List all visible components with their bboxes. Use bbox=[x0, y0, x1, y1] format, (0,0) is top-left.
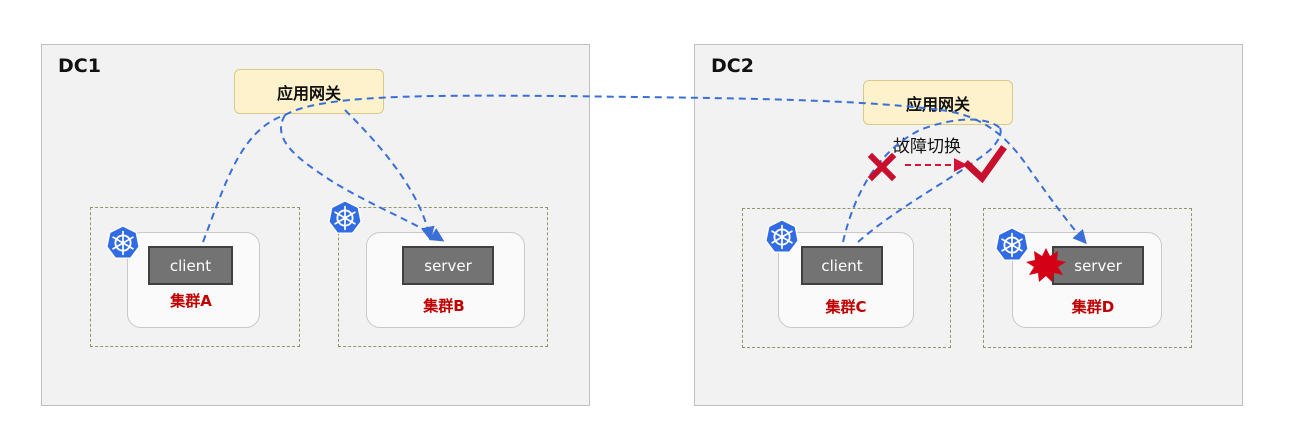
cluster-b-label: 集群B bbox=[423, 297, 465, 315]
cluster-d-label: 集群D bbox=[1071, 298, 1115, 316]
cluster-b-server-box: server bbox=[402, 246, 494, 285]
failure-burst-icon bbox=[1026, 248, 1066, 282]
cluster-c-client-box: client bbox=[801, 246, 883, 285]
dc2-title: DC2 bbox=[711, 55, 754, 77]
flow-client-c-to-gateway-alt bbox=[857, 127, 1002, 243]
flow-client-a-to-gateway bbox=[202, 114, 286, 243]
flow-gateway-to-server-d bbox=[939, 109, 1087, 245]
kubernetes-icon bbox=[995, 227, 1029, 261]
fail-cross-icon bbox=[867, 152, 897, 182]
dc1-title: DC1 bbox=[58, 55, 101, 77]
cluster-d-server-box: server bbox=[1052, 246, 1144, 285]
cluster-d-frame bbox=[983, 208, 1192, 348]
flow-gateway-to-server-b bbox=[344, 109, 435, 241]
cluster-b-frame bbox=[338, 207, 548, 347]
cluster-a-label: 集群A bbox=[170, 292, 212, 310]
flow-cross-dc bbox=[280, 114, 445, 242]
cluster-d-service-label: server bbox=[1074, 256, 1122, 275]
dc1-gateway-label: 应用网关 bbox=[276, 83, 341, 103]
cluster-a-service-label: client bbox=[169, 256, 212, 275]
kubernetes-icon bbox=[765, 219, 799, 253]
cluster-a-frame bbox=[90, 207, 300, 347]
cluster-b-service-label: server bbox=[424, 256, 472, 275]
cluster-c-service-label: client bbox=[821, 256, 863, 275]
kubernetes-icon bbox=[328, 200, 362, 234]
cluster-a-client-box: client bbox=[148, 246, 233, 285]
cluster-c-label: 集群C bbox=[825, 298, 867, 316]
kubernetes-icon bbox=[106, 225, 140, 259]
cluster-c-frame bbox=[742, 208, 951, 348]
flow-client-c-to-gateway bbox=[842, 118, 1001, 243]
failover-label: 故障切换 bbox=[893, 137, 961, 157]
checkmark-icon bbox=[963, 145, 1007, 184]
flow-cross-dc-upper bbox=[284, 94, 941, 116]
